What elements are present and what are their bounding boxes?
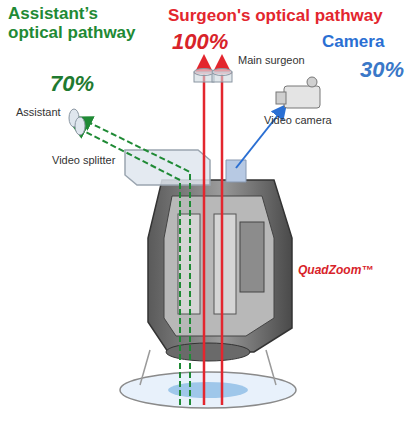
percentage-value: 70% bbox=[50, 72, 94, 97]
percentage-value: 100% bbox=[172, 30, 228, 55]
pathway-heading: Assistant’s optical pathway bbox=[8, 4, 148, 42]
part-name: Assistant bbox=[16, 106, 61, 118]
percentage-value: 30% bbox=[360, 58, 404, 83]
part-name: Video splitter bbox=[52, 154, 115, 166]
pathway-heading: Camera bbox=[322, 32, 384, 51]
part-name: Main surgeon bbox=[238, 54, 305, 66]
pathway-heading: Surgeon's optical pathway bbox=[168, 6, 383, 25]
brand-name: QuadZoom™ bbox=[298, 264, 373, 277]
part-name: Video camera bbox=[264, 114, 332, 126]
